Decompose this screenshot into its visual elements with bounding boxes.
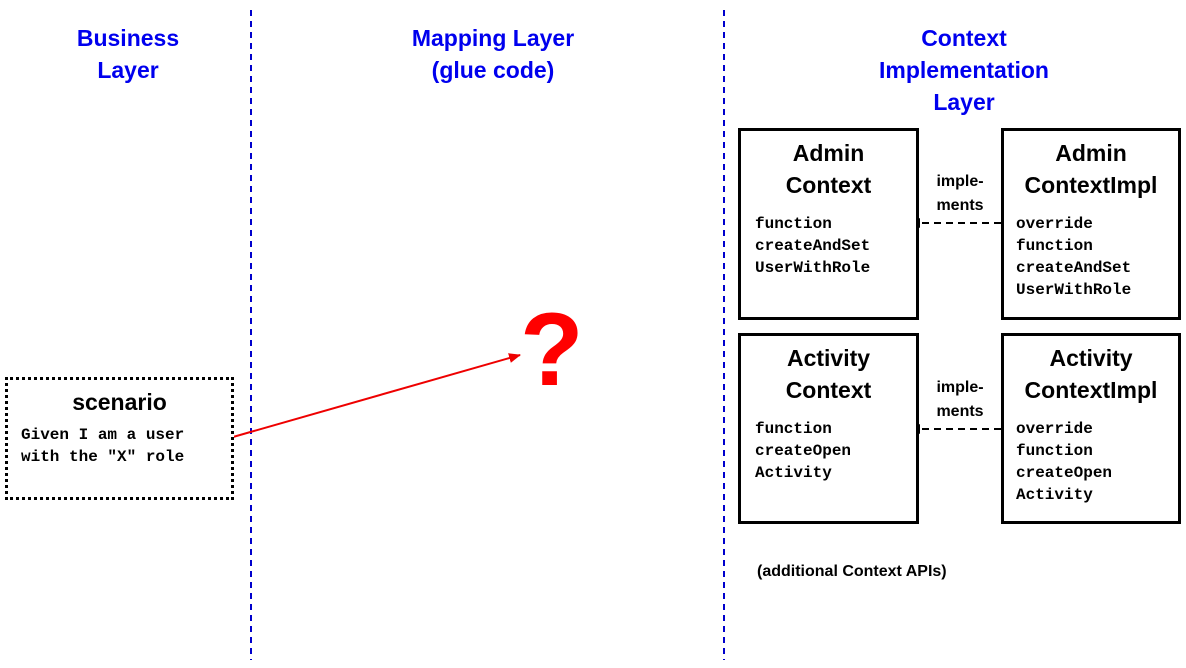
code-line: createAndSet xyxy=(755,237,871,255)
code-line: createAndSet xyxy=(1016,259,1132,277)
activity-context-title-line1: Activity xyxy=(786,345,871,371)
activity-context-title-line2: Context xyxy=(785,377,872,403)
scenario-code: Given I am a user with the "X" role xyxy=(21,424,231,468)
context-layer-heading-line1: Context xyxy=(921,25,1007,51)
admin-context-box: Admin Context function createAndSet User… xyxy=(738,128,919,320)
scenario-title-text: scenario xyxy=(72,389,167,415)
admin-context-impl-title-line2: ContextImpl xyxy=(1024,172,1158,198)
implements-label-line1: imple- xyxy=(936,173,984,190)
activity-context-impl-box: Activity ContextImpl override function c… xyxy=(1001,333,1181,524)
admin-context-impl-code: override function createAndSet UserWithR… xyxy=(1016,213,1178,301)
admin-context-code: function createAndSet UserWithRole xyxy=(755,213,916,279)
admin-context-impl-box: Admin ContextImpl override function crea… xyxy=(1001,128,1181,320)
code-line: createOpen xyxy=(1016,464,1113,482)
admin-context-title-line1: Admin xyxy=(792,140,865,166)
code-line: Activity xyxy=(1016,486,1093,504)
additional-apis-note: (additional Context APIs) xyxy=(757,563,947,580)
implements-label-line2: ments xyxy=(936,197,984,214)
implements-label-line1: imple- xyxy=(936,379,984,396)
activity-implements-label: imple- ments xyxy=(922,376,998,424)
mapping-layer-heading-line1: Mapping Layer xyxy=(411,25,575,51)
code-line: override xyxy=(1016,215,1093,233)
scenario-code-line: with the "X" role xyxy=(21,448,185,466)
code-line: createOpen xyxy=(755,442,852,460)
admin-context-title-line2: Context xyxy=(785,172,872,198)
mapping-layer-heading: Mapping Layer (glue code) xyxy=(382,22,604,86)
business-layer-heading-line2: Layer xyxy=(97,57,159,83)
code-line: function xyxy=(1016,442,1093,460)
activity-context-box: Activity Context function createOpen Act… xyxy=(738,333,919,524)
admin-context-impl-title-line1: Admin xyxy=(1055,140,1127,166)
activity-context-code: function createOpen Activity xyxy=(755,418,916,484)
admin-implements-label: imple- ments xyxy=(922,170,998,218)
code-line: function xyxy=(755,420,832,438)
admin-context-impl-title: Admin ContextImpl xyxy=(1004,137,1178,201)
code-line: UserWithRole xyxy=(755,259,871,277)
context-layer-heading-line3: Layer xyxy=(933,89,995,115)
business-layer-heading: Business Layer xyxy=(48,22,208,86)
activity-context-impl-title-line2: ContextImpl xyxy=(1024,377,1158,403)
mapping-question-mark: ? xyxy=(520,292,584,408)
admin-context-title: Admin Context xyxy=(741,137,916,201)
activity-context-impl-title-line1: Activity xyxy=(1049,345,1133,371)
code-line: function xyxy=(755,215,832,233)
scenario-box: scenario Given I am a user with the "X" … xyxy=(5,377,234,500)
code-line: override xyxy=(1016,420,1093,438)
scenario-code-line: Given I am a user xyxy=(21,426,185,444)
code-line: function xyxy=(1016,237,1093,255)
business-layer-heading-line1: Business xyxy=(76,25,180,51)
implements-label-line2: ments xyxy=(936,403,984,420)
activity-context-impl-code: override function createOpen Activity xyxy=(1016,418,1178,506)
code-line: UserWithRole xyxy=(1016,281,1132,299)
context-layer-heading-line2: Implementation xyxy=(879,57,1049,83)
code-line: Activity xyxy=(755,464,832,482)
context-layer-heading: Context Implementation Layer xyxy=(854,22,1074,118)
activity-context-title: Activity Context xyxy=(741,342,916,406)
scenario-to-mapping-arrow xyxy=(232,353,521,438)
activity-context-impl-title: Activity ContextImpl xyxy=(1004,342,1178,406)
mapping-layer-heading-line2: (glue code) xyxy=(431,57,555,83)
scenario-title: scenario xyxy=(8,386,231,418)
